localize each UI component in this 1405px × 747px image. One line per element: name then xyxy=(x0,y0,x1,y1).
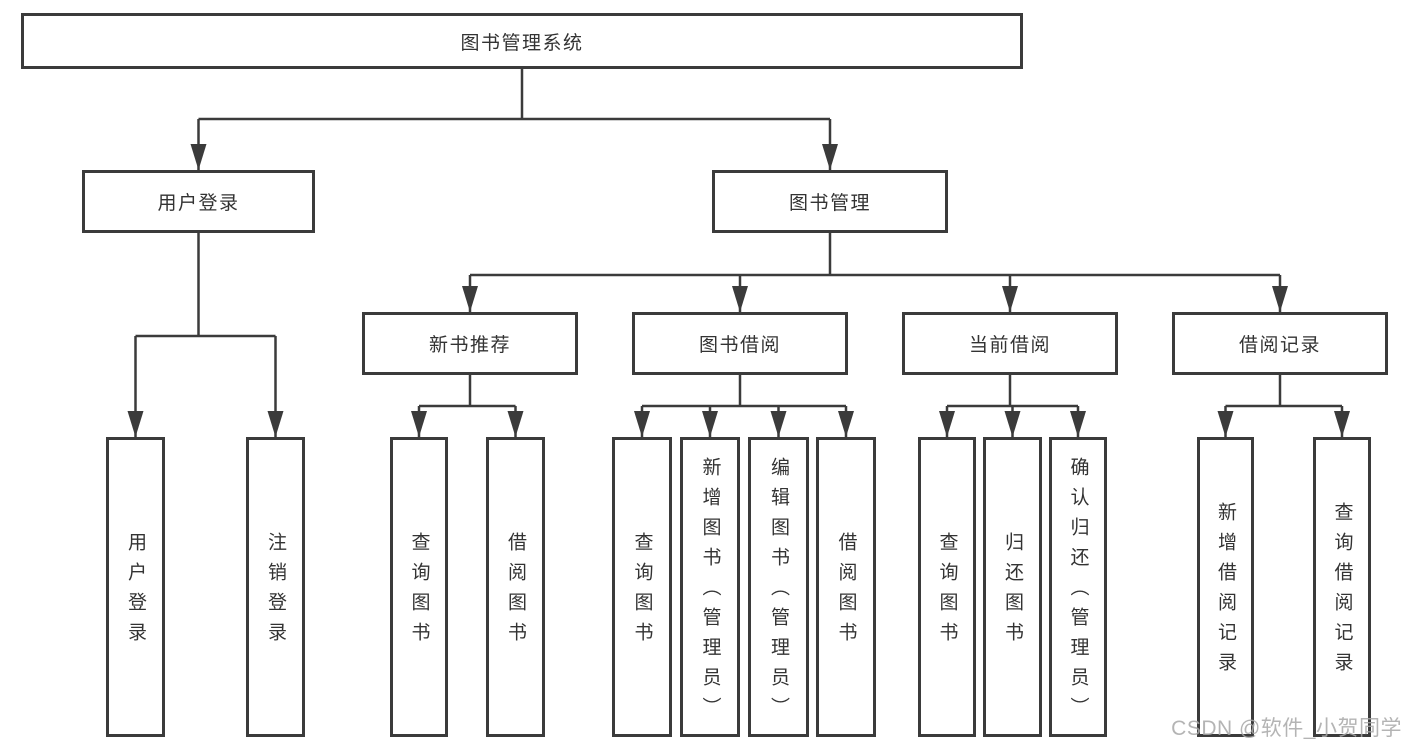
node-book-mgmt-label: 图书管理 xyxy=(788,193,871,214)
leaf-bb-query-books: 查询图书 xyxy=(612,437,672,737)
node-root: 图书管理系统 xyxy=(21,13,1023,69)
connector-borrow-record-to-leaves xyxy=(1217,375,1350,437)
node-borrow-record-label: 借阅记录 xyxy=(1238,335,1321,356)
node-book-borrow: 图书借阅 xyxy=(632,312,848,375)
leaf-nb-borrow-books-label: 借阅图书 xyxy=(505,532,526,652)
node-new-book-rec-label: 新书推荐 xyxy=(428,335,511,356)
leaf-cb-query-books-label: 查询图书 xyxy=(936,532,958,652)
leaf-cb-return-books-label: 归还图书 xyxy=(1002,532,1023,652)
node-root-label: 图书管理系统 xyxy=(460,32,584,54)
leaf-user-login: 用户登录 xyxy=(106,437,165,737)
leaf-bb-borrow-books: 借阅图书 xyxy=(816,437,876,737)
leaf-logout: 注销登录 xyxy=(246,437,305,737)
connector-book-borrow-to-leaves xyxy=(634,375,854,437)
leaf-bb-edit-books-admin: 编辑图书（管理员） xyxy=(748,437,809,737)
connector-book-mgmt-to-level3 xyxy=(462,233,1288,312)
leaf-br-query-record: 查询借阅记录 xyxy=(1313,437,1371,737)
node-current-borrow: 当前借阅 xyxy=(902,312,1118,375)
leaf-bb-borrow-books-label: 借阅图书 xyxy=(835,532,857,652)
leaf-br-query-record-label: 查询借阅记录 xyxy=(1331,502,1353,682)
leaf-user-login-label: 用户登录 xyxy=(125,532,146,652)
csdn-watermark: CSDN @软件_小贺同学 xyxy=(1171,717,1402,740)
leaf-logout-label: 注销登录 xyxy=(265,532,286,652)
leaf-bb-add-books-admin: 新增图书（管理员） xyxy=(680,437,740,737)
connector-root-to-level2 xyxy=(190,69,838,170)
connector-user-login-to-leaves xyxy=(127,233,284,437)
leaf-cb-return-books: 归还图书 xyxy=(983,437,1042,737)
node-new-book-rec: 新书推荐 xyxy=(362,312,578,375)
leaf-bb-edit-books-admin-label: 编辑图书（管理员） xyxy=(768,457,789,727)
node-book-mgmt: 图书管理 xyxy=(712,170,948,233)
connector-current-borrow-to-leaves xyxy=(939,375,1086,437)
leaf-nb-query-books: 查询图书 xyxy=(390,437,448,737)
node-book-borrow-label: 图书借阅 xyxy=(698,335,781,356)
leaf-cb-confirm-return-admin: 确认归还（管理员） xyxy=(1049,437,1107,737)
leaf-br-add-record-label: 新增借阅记录 xyxy=(1215,502,1236,682)
leaf-cb-query-books: 查询图书 xyxy=(918,437,976,737)
node-current-borrow-label: 当前借阅 xyxy=(968,335,1051,356)
connector-new-book-rec-to-leaves xyxy=(411,375,524,437)
node-borrow-record: 借阅记录 xyxy=(1172,312,1388,375)
leaf-bb-add-books-admin-label: 新增图书（管理员） xyxy=(699,457,721,727)
leaf-nb-query-books-label: 查询图书 xyxy=(408,532,430,652)
node-user-login: 用户登录 xyxy=(82,170,315,233)
leaf-bb-query-books-label: 查询图书 xyxy=(631,532,653,652)
leaf-nb-borrow-books: 借阅图书 xyxy=(486,437,545,737)
leaf-br-add-record: 新增借阅记录 xyxy=(1197,437,1254,737)
node-user-login-label: 用户登录 xyxy=(157,193,240,214)
leaf-cb-confirm-return-admin-label: 确认归还（管理员） xyxy=(1067,457,1089,727)
